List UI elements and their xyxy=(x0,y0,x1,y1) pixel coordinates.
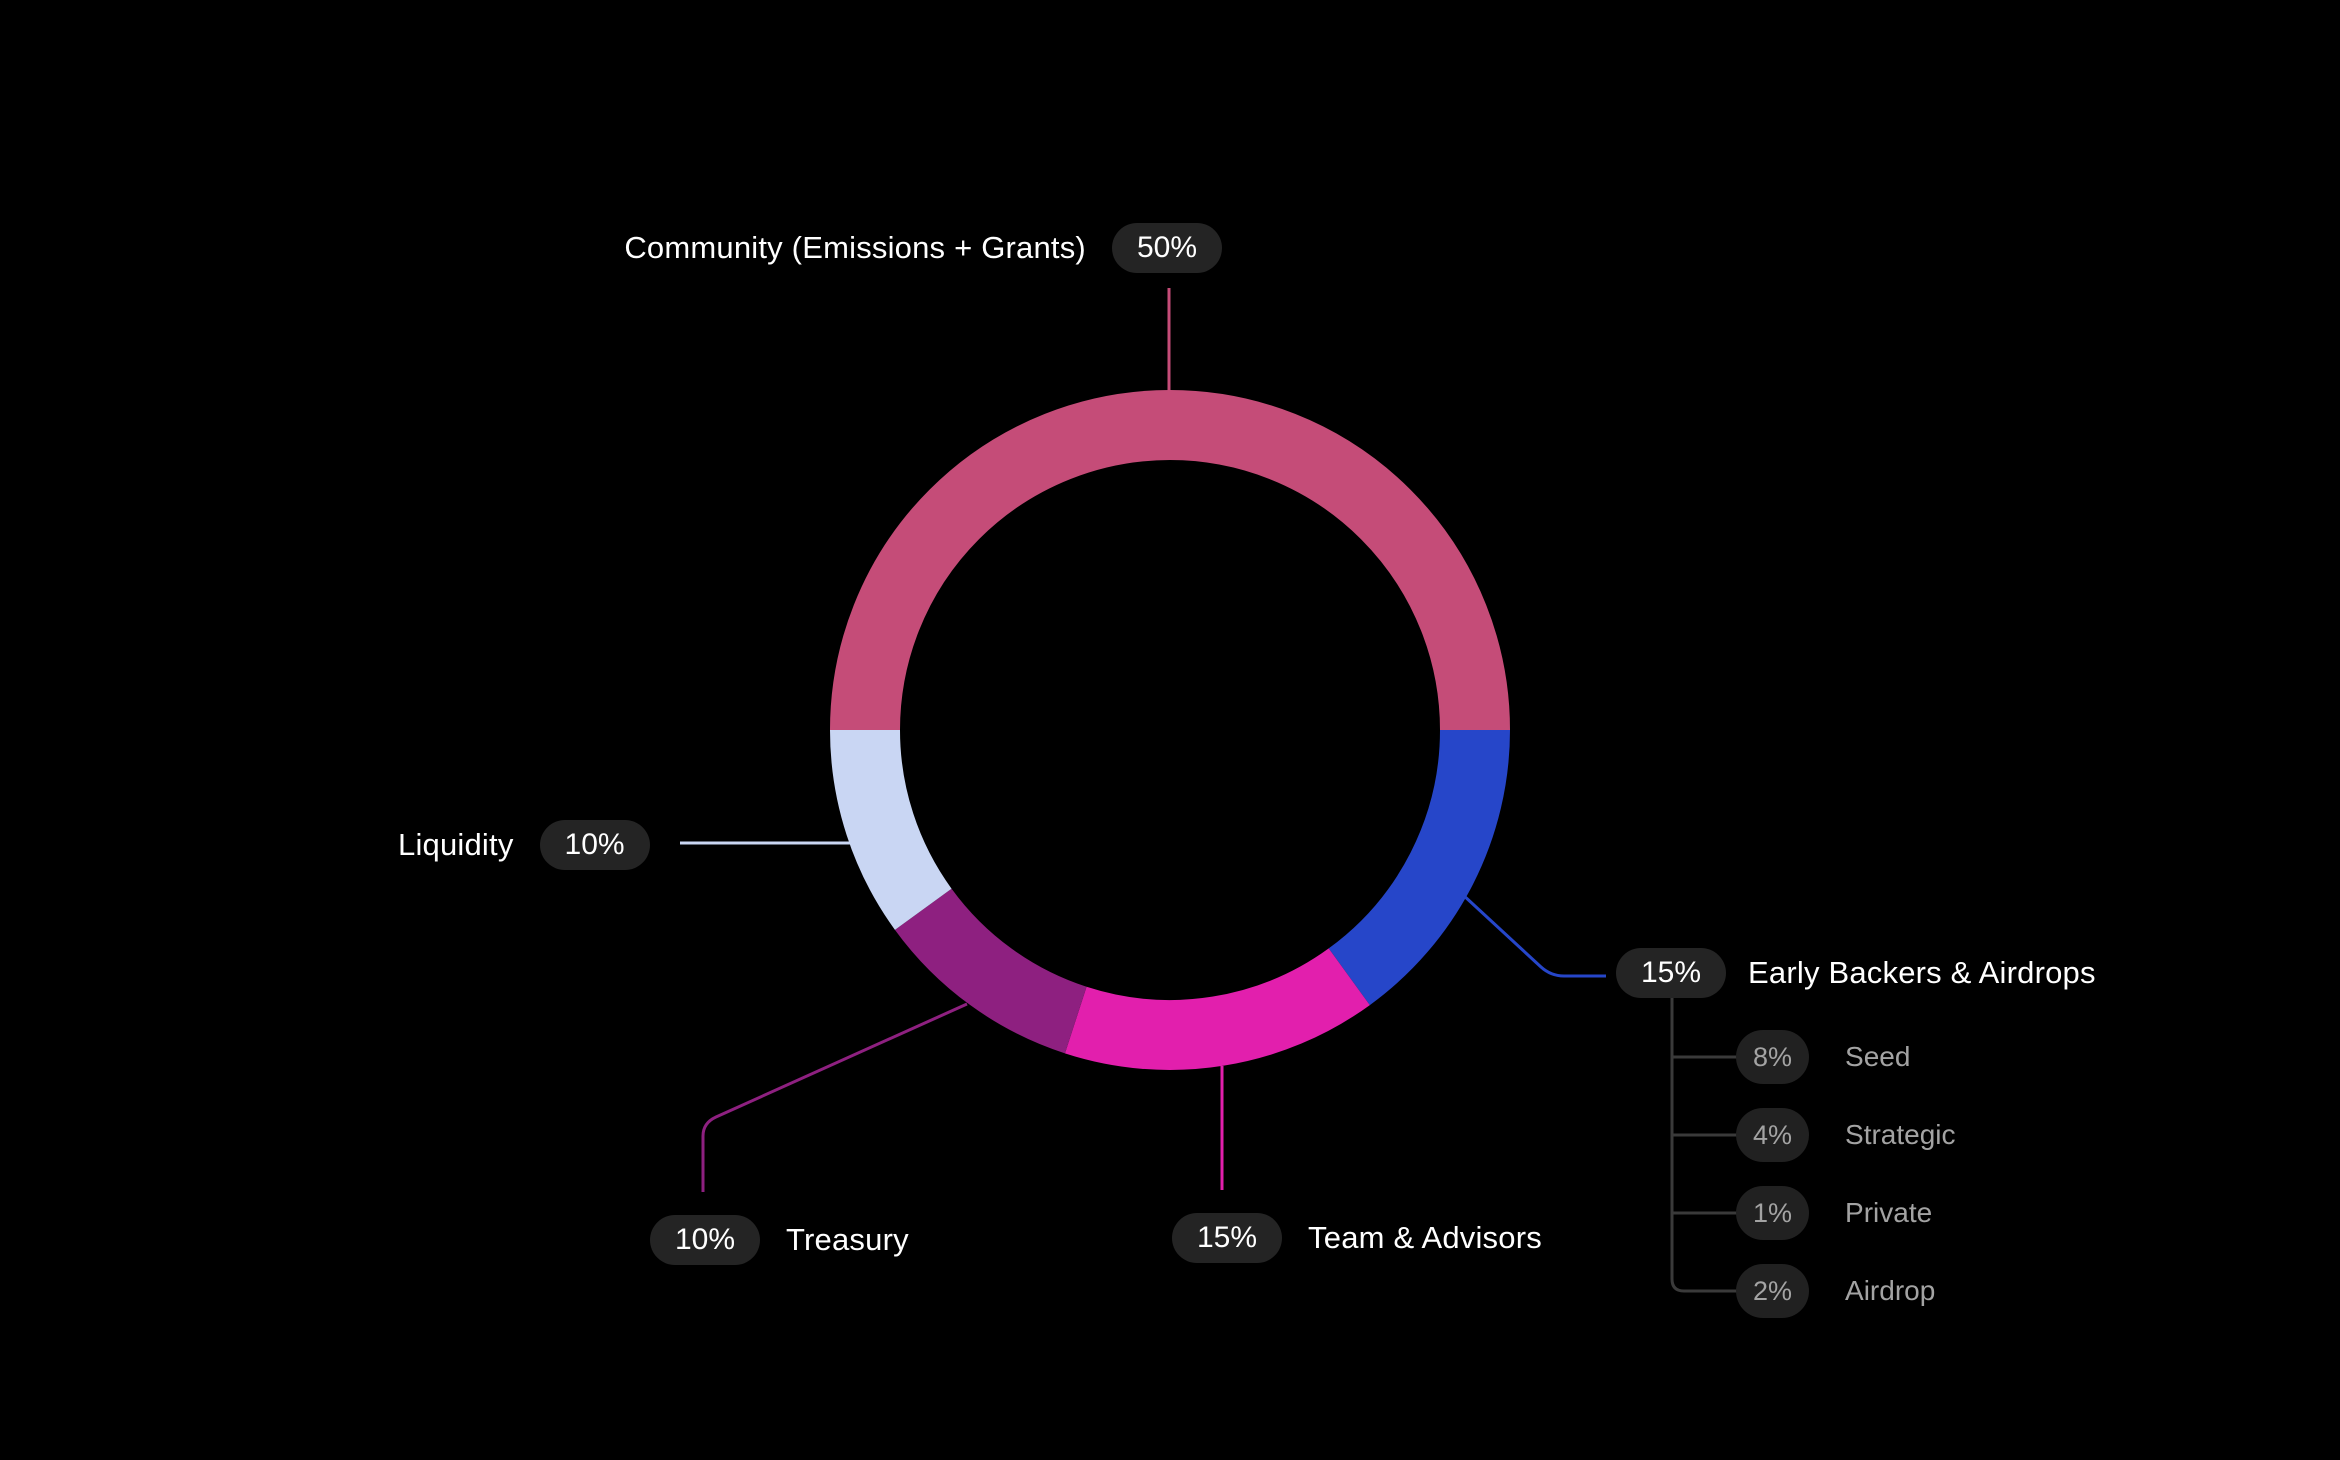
segment-pct-badge-liquidity: 10% xyxy=(539,820,650,870)
segment-pct-badge-early-backers: 15% xyxy=(1616,948,1727,998)
callout-line-early-backers-airdrops xyxy=(1460,892,1606,978)
callout-liquidity: Liquidity 10% xyxy=(398,820,650,870)
callout-early-backers: 15% Early Backers & Airdrops xyxy=(1616,948,2096,998)
segment-pct-badge-treasury: 10% xyxy=(650,1215,761,1265)
breakdown-pct-badge-private: 1% xyxy=(1736,1186,1810,1240)
callout-community: Community (Emissions + Grants) 50% xyxy=(624,223,1222,273)
segment-label-early-backers: Early Backers & Airdrops xyxy=(1748,955,2096,990)
donut-segment-early-backers-airdrops xyxy=(1328,729,1510,1006)
donut-segment-liquidity xyxy=(830,729,952,930)
callout-team-advisors: 15% Team & Advisors xyxy=(1172,1213,1542,1263)
breakdown-label-seed: Seed xyxy=(1845,1041,1911,1072)
breakdown-pct-badge-strategic: 4% xyxy=(1736,1108,1810,1162)
donut-segment-treasury xyxy=(894,888,1088,1054)
breakdown-item-private: 1% Private xyxy=(1736,1186,1932,1240)
breakdown-pct-badge-airdrop: 2% xyxy=(1736,1264,1810,1318)
segment-label-team-advisors: Team & Advisors xyxy=(1308,1220,1542,1255)
breakdown-connector-line xyxy=(1670,998,1740,1293)
donut-segment-team-advisors xyxy=(1064,948,1370,1070)
breakdown-label-airdrop: Airdrop xyxy=(1845,1275,1936,1306)
breakdown-label-strategic: Strategic xyxy=(1845,1119,1956,1150)
callout-line-treasury xyxy=(701,1002,968,1192)
segment-pct-badge-community: 50% xyxy=(1111,223,1222,273)
segment-label-treasury: Treasury xyxy=(786,1222,909,1257)
segment-pct-badge-team-advisors: 15% xyxy=(1172,1213,1283,1263)
breakdown-pct-badge-seed: 8% xyxy=(1736,1030,1810,1084)
breakdown-label-private: Private xyxy=(1845,1197,1933,1228)
breakdown-item-seed: 8% Seed xyxy=(1736,1030,1910,1084)
breakdown-item-airdrop: 2% Airdrop xyxy=(1736,1264,1935,1318)
segment-label-community: Community (Emissions + Grants) xyxy=(624,230,1086,265)
callout-treasury: 10% Treasury xyxy=(650,1215,909,1265)
segment-label-liquidity: Liquidity xyxy=(398,827,514,862)
donut-segment-community-emissions-grants xyxy=(830,390,1510,731)
breakdown-item-strategic: 4% Strategic xyxy=(1736,1108,1956,1162)
